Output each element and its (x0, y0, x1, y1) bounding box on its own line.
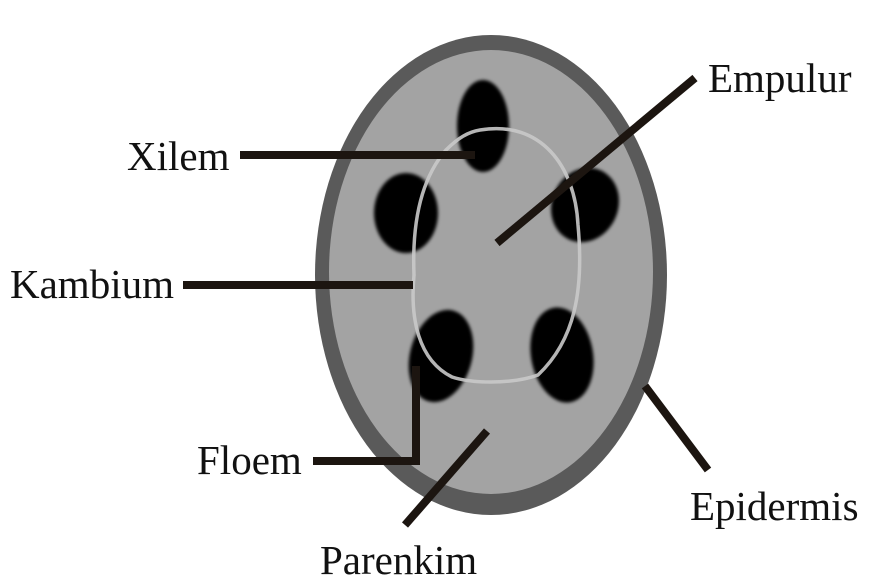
floem-label: Floem (197, 440, 302, 481)
vascular-bundle-upper-left (374, 173, 438, 253)
epidermis-label: Epidermis (690, 486, 859, 527)
epidermis-leader-line (645, 386, 708, 470)
xilem-label: Xilem (127, 136, 229, 177)
empulur-label: Empulur (708, 58, 851, 99)
parenkim-label: Parenkim (320, 540, 477, 581)
kambium-label: Kambium (10, 264, 174, 305)
